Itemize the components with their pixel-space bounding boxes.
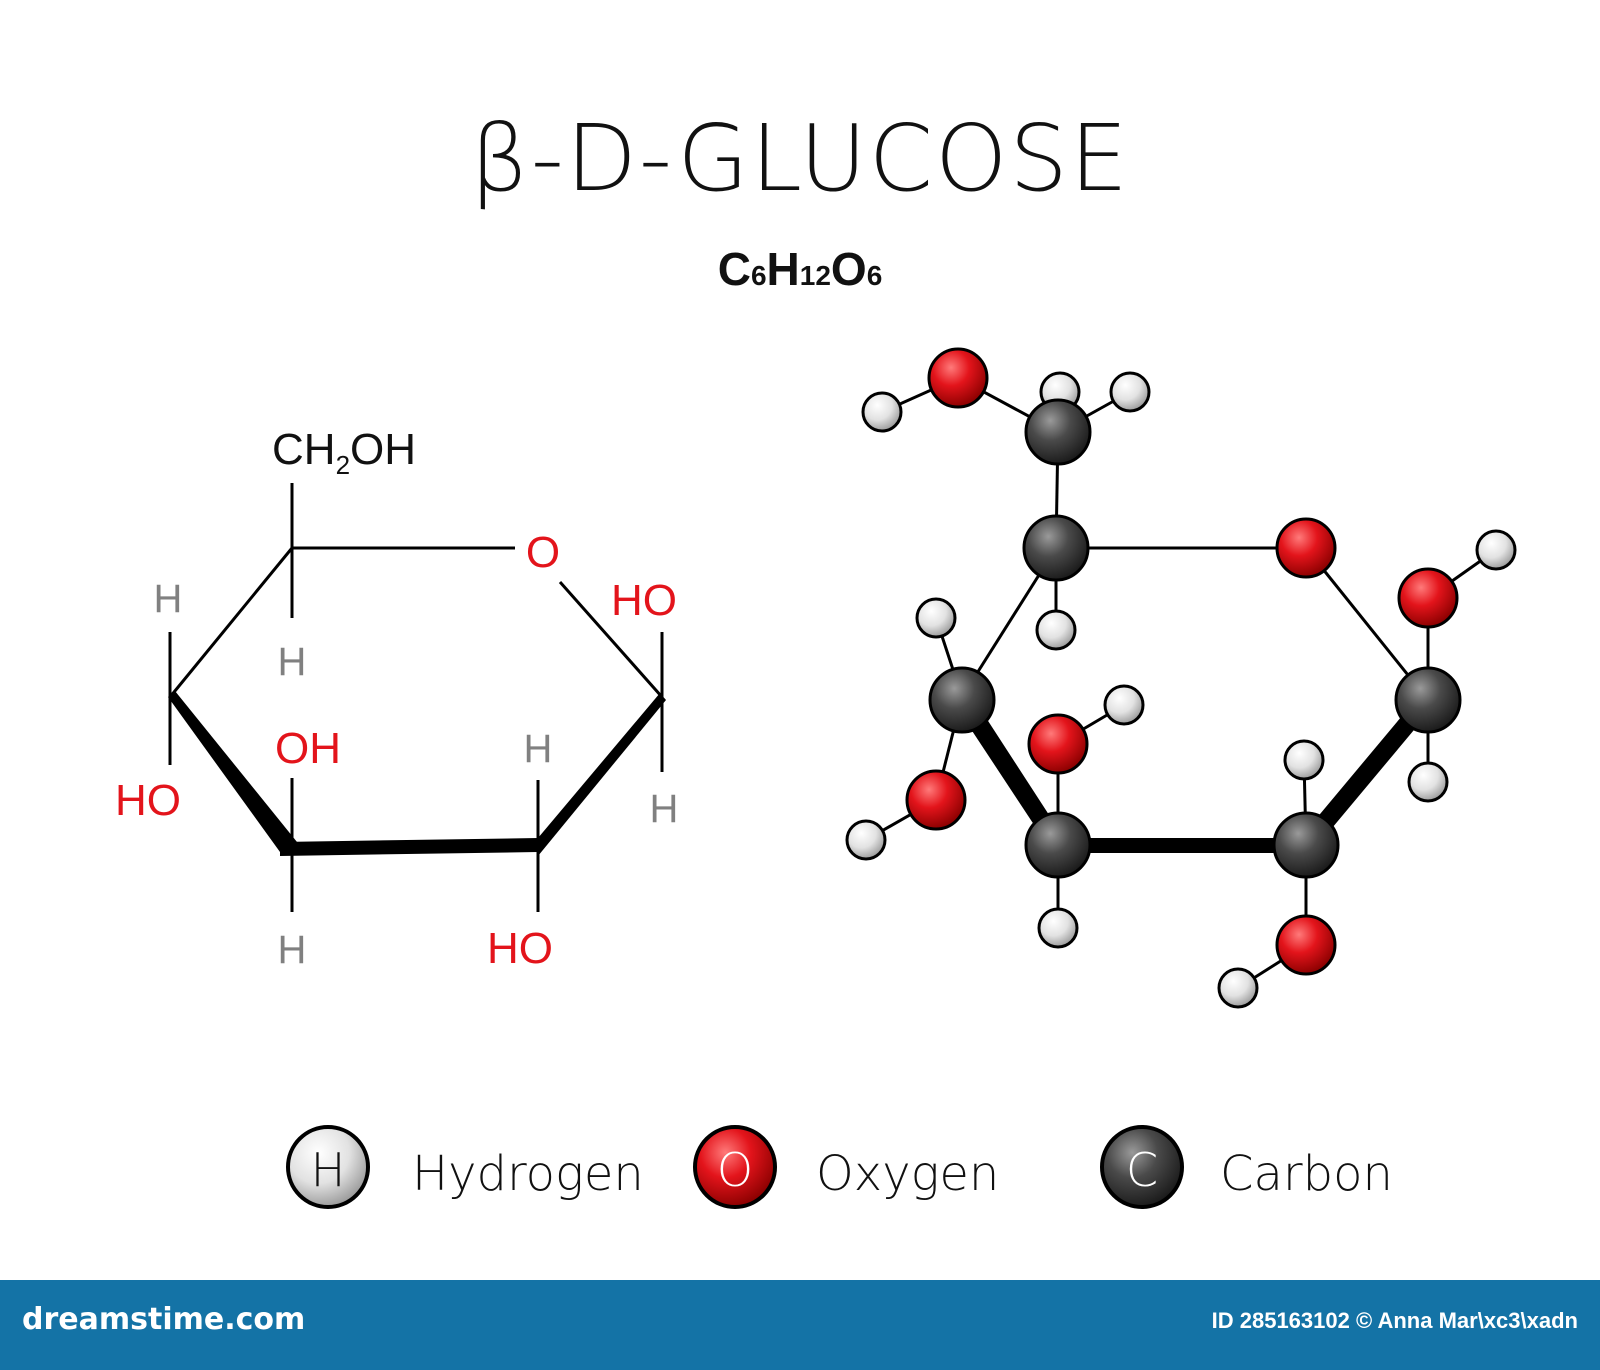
- carbon-atom: [1024, 398, 1092, 466]
- hydrogen-atom: [1035, 609, 1077, 651]
- legend-hydrogen: H Hydrogen: [286, 1125, 644, 1209]
- model-wedge-c4-c3: [955, 690, 1064, 852]
- model-atoms: [845, 347, 1517, 1009]
- ring-oxygen-label: O: [526, 528, 560, 577]
- legend-hydrogen-ball: [286, 1125, 370, 1209]
- hydrogen-atom: [1037, 907, 1079, 949]
- ring-bond-c5-c4: [168, 547, 294, 698]
- hydrogen-atom: [1475, 529, 1517, 571]
- ring-bond-o-c1: [558, 581, 664, 698]
- c5-hydrogen-label: H: [278, 640, 307, 684]
- stock-footer-bar: dreamstime.com ID 285163102 © Anna Mar\x…: [0, 1280, 1600, 1370]
- formula-oxygen: O: [831, 243, 867, 295]
- legend-oxygen-ball: [693, 1125, 777, 1209]
- ch2oh-tail: OH: [350, 425, 416, 474]
- legend-oxygen-symbol: O: [717, 1143, 753, 1197]
- formula-hydrogen: H: [767, 243, 800, 295]
- carbon-atom: [1024, 811, 1092, 879]
- ch2oh-subscript: 2: [336, 450, 350, 480]
- image-credit: ID 285163102 © Anna Mar\xc3\xadn: [1211, 1308, 1578, 1333]
- hydrogen-atom: [1103, 684, 1145, 726]
- legend-oxygen: O Oxygen: [693, 1125, 999, 1209]
- hydrogen-atom: [861, 391, 903, 433]
- c4-hydroxyl-label: HO: [115, 776, 181, 825]
- legend-carbon: C Carbon: [1100, 1125, 1393, 1209]
- legend-carbon-name: Carbon: [1220, 1146, 1393, 1202]
- hydrogen-atom: [1109, 371, 1151, 413]
- hydrogen-atom: [1283, 739, 1325, 781]
- formula-oxygen-count: 6: [867, 260, 883, 291]
- carbon-atom: [928, 666, 996, 734]
- oxygen-atom: [1275, 517, 1337, 579]
- carbon-atom: [1394, 666, 1462, 734]
- hydrogen-atom: [845, 819, 887, 861]
- legend-hydrogen-name: Hydrogen: [412, 1146, 644, 1202]
- c3-hydroxyl-label: OH: [275, 724, 341, 773]
- legend-carbon-symbol: C: [1126, 1143, 1158, 1197]
- c1-hydrogen-label: H: [650, 787, 679, 831]
- c1-hydroxyl-label: HO: [611, 576, 677, 625]
- ch2oh-label: CH2OH: [272, 425, 416, 480]
- diagram-canvas: β-D-GLUCOSE C6H12O6 CH2OH O HO H H HO OH…: [115, 105, 1517, 1209]
- page-title: β-D-GLUCOSE: [470, 105, 1130, 212]
- molecular-formula: C6H12O6: [718, 243, 883, 295]
- hydrogen-atom: [915, 597, 957, 639]
- oxygen-atom: [1397, 567, 1459, 629]
- formula-hydrogen-count: 12: [800, 260, 831, 291]
- ring-bold-c3-c2: [280, 838, 538, 856]
- ring-wedge-c2-c1: [538, 693, 666, 856]
- oxygen-atom: [1275, 914, 1337, 976]
- c2-hydroxyl-label: HO: [487, 924, 553, 973]
- oxygen-atom: [927, 347, 989, 409]
- hydrogen-atom: [1407, 761, 1449, 803]
- c4-hydrogen-label: H: [154, 577, 183, 621]
- stock-logo[interactable]: dreamstime.com: [22, 1302, 306, 1337]
- formula-carbon: C: [718, 243, 751, 295]
- legend-hydrogen-symbol: H: [311, 1143, 346, 1197]
- legend-oxygen-name: Oxygen: [816, 1146, 999, 1202]
- ball-and-stick-model: [845, 347, 1517, 1009]
- oxygen-atom: [1027, 713, 1089, 775]
- hydrogen-atom: [1217, 967, 1259, 1009]
- ch2oh-main: CH: [272, 425, 336, 474]
- legend-carbon-ball: [1100, 1125, 1184, 1209]
- formula-carbon-count: 6: [751, 260, 767, 291]
- c2-hydrogen-label: H: [524, 727, 553, 771]
- c3-hydrogen-label: H: [278, 928, 307, 972]
- model-wedge-c2-c1: [1300, 692, 1434, 852]
- oxygen-atom: [905, 769, 967, 831]
- carbon-atom: [1272, 811, 1340, 879]
- haworth-projection: [168, 483, 666, 912]
- carbon-atom: [1022, 514, 1090, 582]
- model-bold-c3-c2: [1058, 838, 1306, 853]
- atom-legend: H Hydrogen O Oxygen C Carbon: [286, 1125, 1393, 1209]
- ring-wedge-c4-c3: [168, 691, 297, 852]
